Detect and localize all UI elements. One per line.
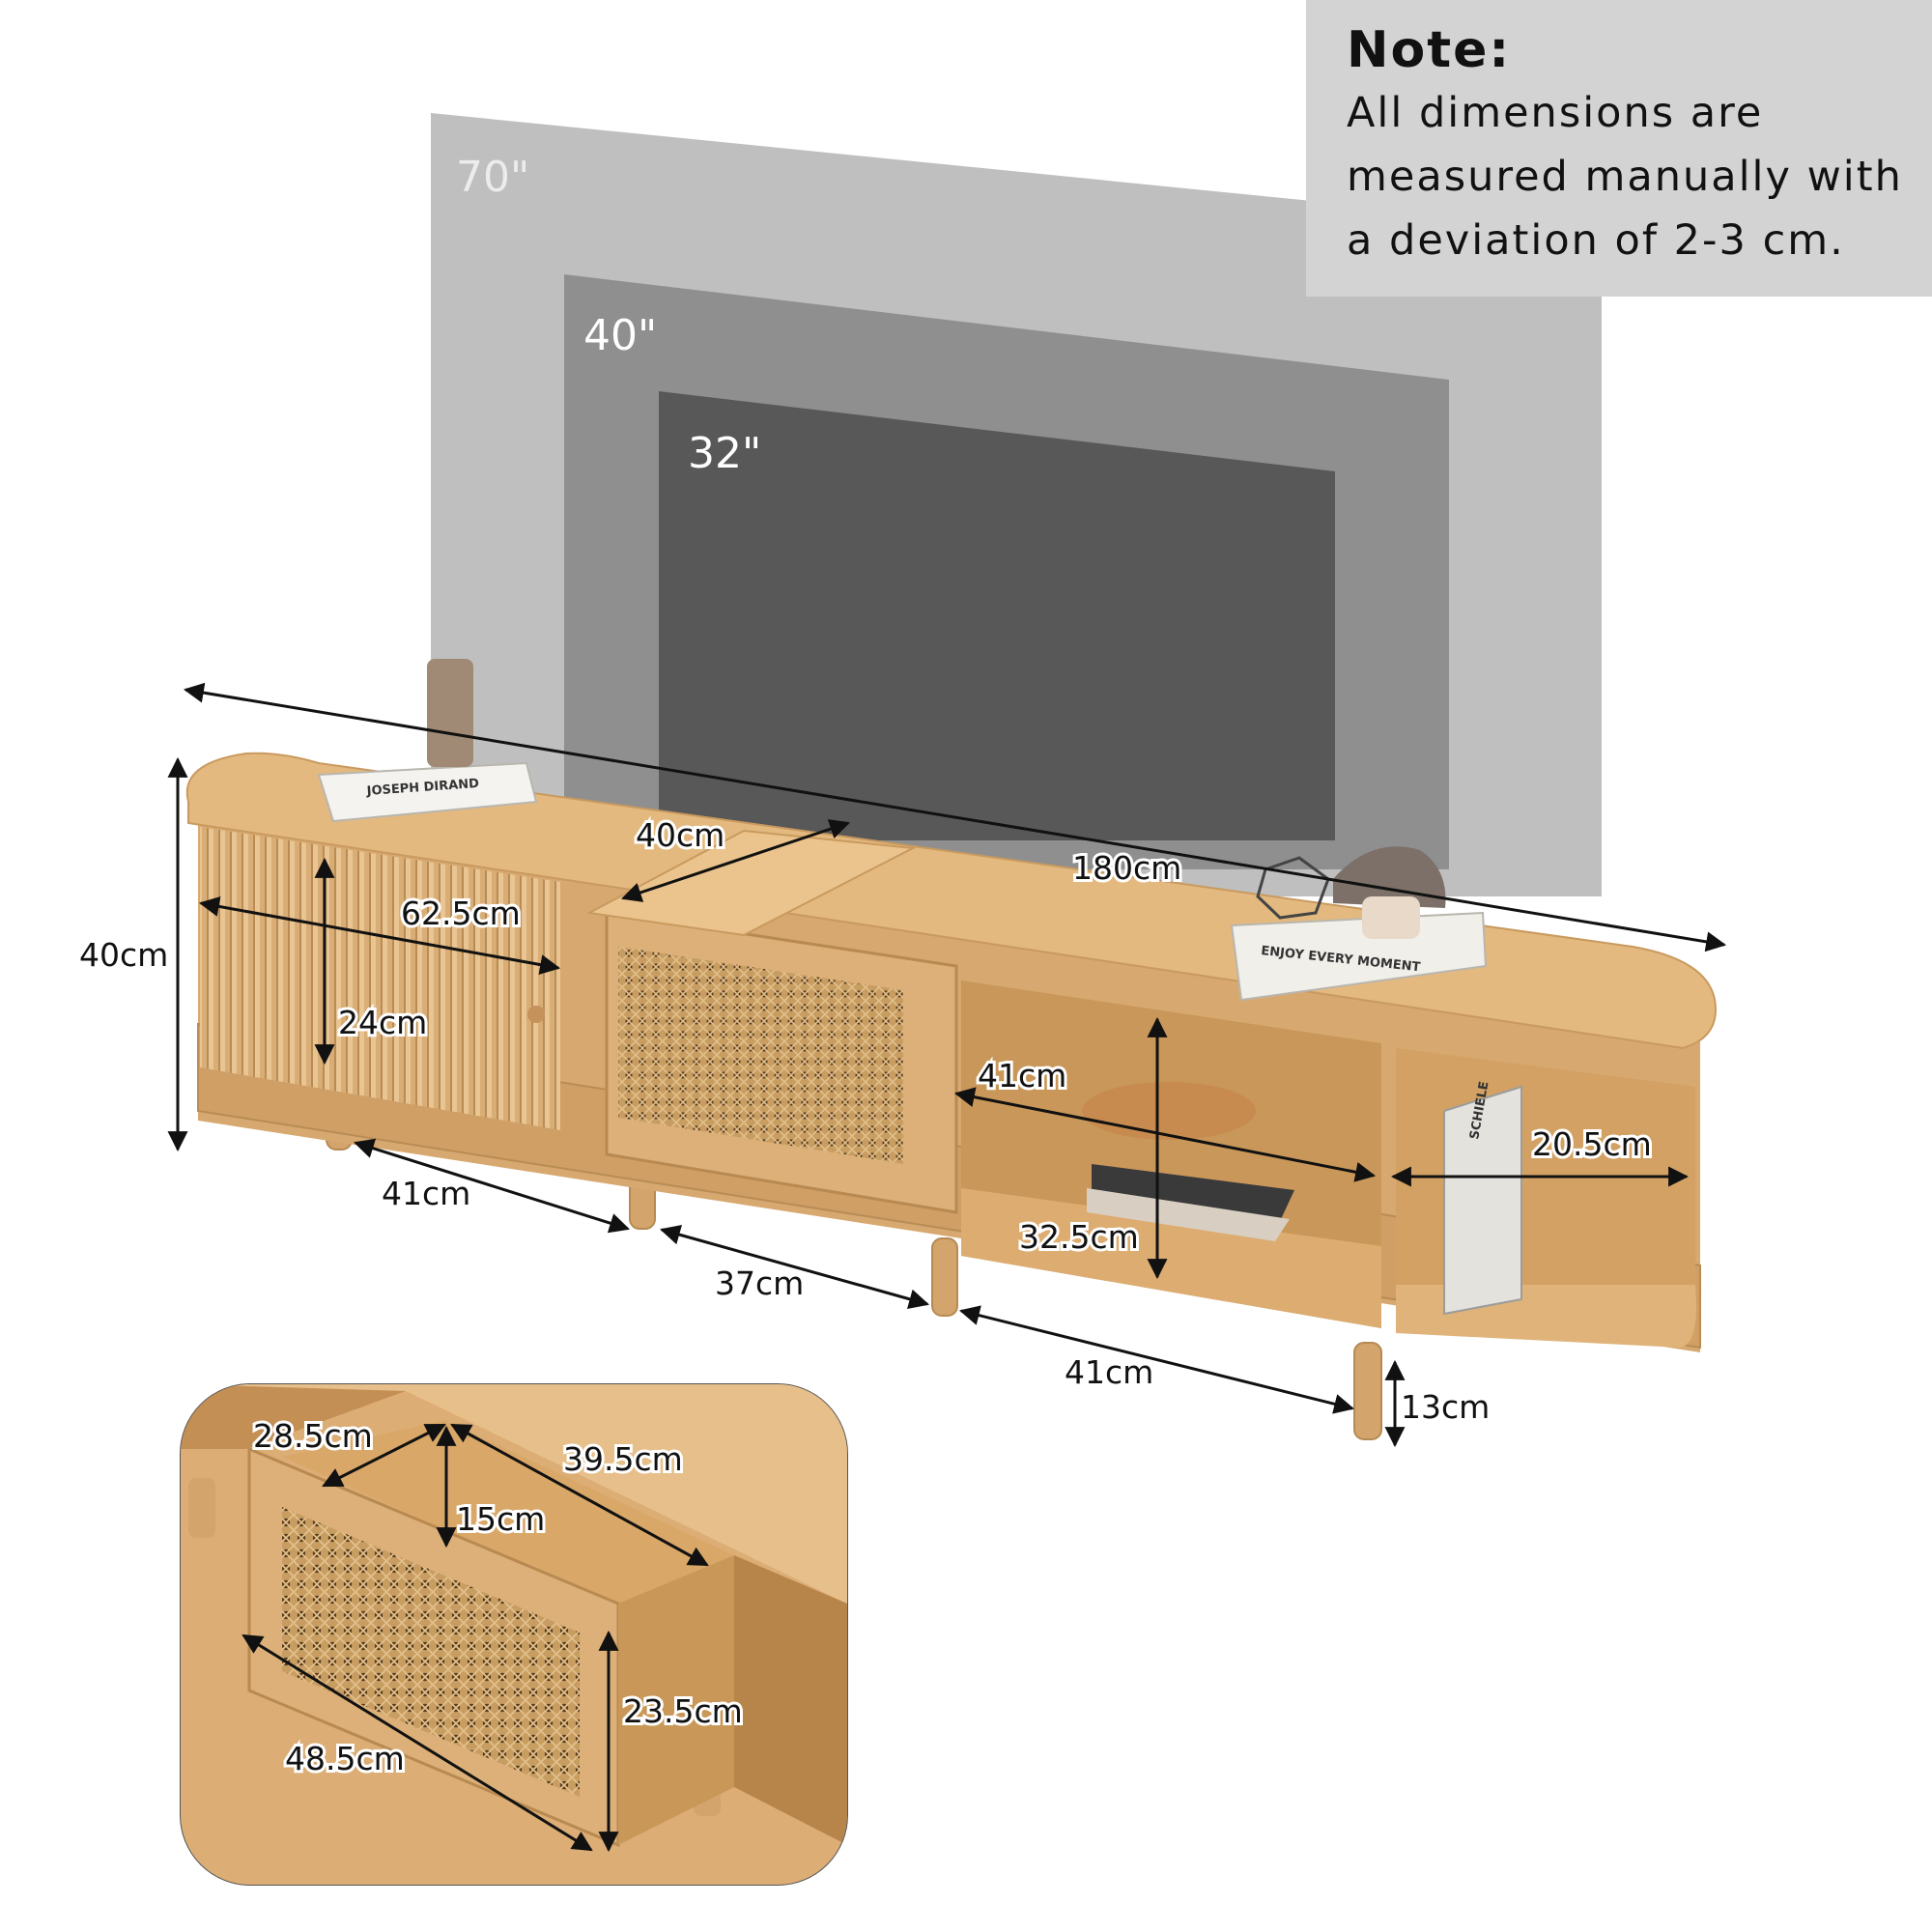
dim-leg-height: 13cm xyxy=(1401,1388,1490,1426)
drawer-inset: 28.5cm 39.5cm 15cm 23.5cm 48.5cm xyxy=(180,1383,848,1886)
tv-70-label: 70" xyxy=(456,153,529,202)
rattan-door xyxy=(618,947,903,1164)
cup xyxy=(1362,896,1420,939)
dim-top-depth: 40cm xyxy=(636,816,724,854)
dim-end-shelf-width: 20.5cm xyxy=(1532,1125,1652,1163)
dim-leg-span-right: 41cm xyxy=(1065,1353,1153,1391)
open-shelf-floor xyxy=(961,1188,1381,1328)
note-line-1: All dimensions are xyxy=(1347,89,1764,137)
dim-drawer-length: 39.5cm xyxy=(563,1440,683,1478)
dim-open-shelf-width: 41cm xyxy=(978,1057,1066,1094)
note-box: Note: All dimensions are measured manual… xyxy=(1306,0,1932,297)
dim-leg-span-left: 41cm xyxy=(382,1175,470,1212)
dim-total-length: 180cm xyxy=(1072,849,1181,887)
tv-40-label: 40" xyxy=(583,311,657,360)
vase-left xyxy=(427,659,473,767)
dim-height: 40cm xyxy=(79,936,168,974)
door-knob xyxy=(527,1006,545,1023)
note-title: Note: xyxy=(1347,21,1512,79)
dim-drawer-front-height: 23.5cm xyxy=(623,1692,743,1730)
dim-left-door-height: 24cm xyxy=(338,1004,427,1041)
note-line-2: measured manually with xyxy=(1347,153,1903,201)
dim-open-shelf-height: 32.5cm xyxy=(1019,1218,1139,1256)
leg-mid-right xyxy=(931,1237,958,1317)
leg-right xyxy=(1353,1342,1382,1440)
standing-book xyxy=(1443,1085,1522,1316)
dim-left-door-width: 62.5cm xyxy=(401,895,521,932)
note-line-3: a deviation of 2-3 cm. xyxy=(1347,216,1845,265)
dim-leg-span-middle: 37cm xyxy=(715,1264,804,1302)
decor-bowl xyxy=(1082,1082,1256,1140)
dim-drawer-front-width: 48.5cm xyxy=(285,1740,405,1777)
tv-32-label: 32" xyxy=(688,429,761,478)
dimension-lines xyxy=(167,682,1727,1448)
dim-drawer-depth: 28.5cm xyxy=(253,1417,373,1455)
dim-drawer-inner-height: 15cm xyxy=(456,1500,545,1538)
end-shelf-floor xyxy=(1396,1285,1696,1348)
